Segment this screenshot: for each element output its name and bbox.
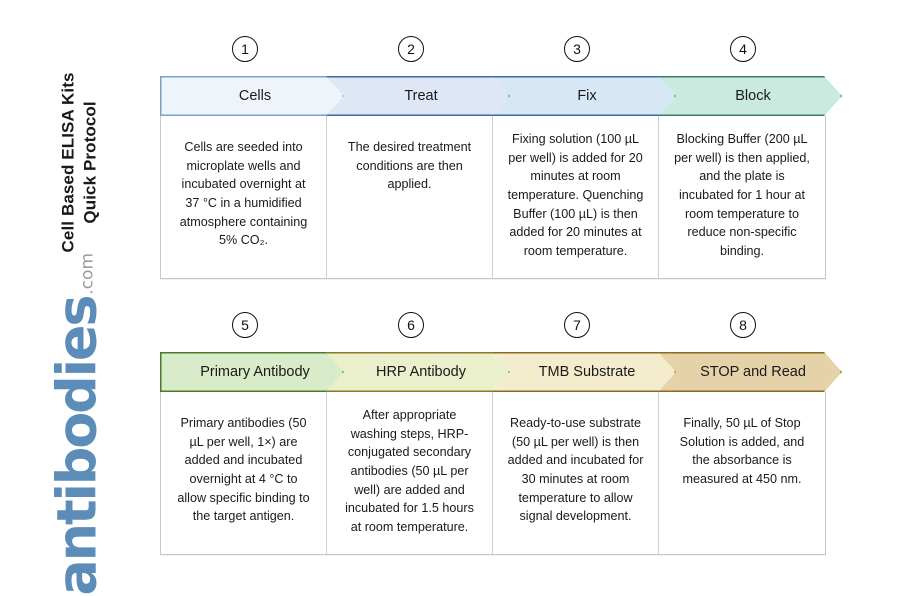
step-badge-3: 3 <box>564 36 590 62</box>
chevron-step-7[interactable]: TMB Substrate <box>492 352 676 392</box>
step-body-5: Primary antibodies (50 µL per well, 1×) … <box>161 392 327 554</box>
chevron-step-8[interactable]: STOP and Read <box>658 352 842 392</box>
left-rail: Cell Based ELISA Kits Quick Protocol ant… <box>0 0 160 596</box>
chevron-label-7: TMB Substrate <box>538 364 636 380</box>
chevron-strip-row-2: Primary Antibody HRP Antibody TMB Substr… <box>160 352 844 392</box>
chevron-step-3[interactable]: Fix <box>492 76 676 116</box>
step-body-1: Cells are seeded into microplate wells a… <box>161 116 327 278</box>
step-body-7: Ready-to-use substrate (50 µL per well) … <box>493 392 659 554</box>
step-body-2: The desired treatment conditions are the… <box>327 116 493 278</box>
body-strip-row-2: Primary antibodies (50 µL per well, 1×) … <box>160 392 826 555</box>
step-badge-7: 7 <box>564 312 590 338</box>
step-badge-1: 1 <box>232 36 258 62</box>
step-badge-2: 2 <box>398 36 424 62</box>
chevron-step-1[interactable]: Cells <box>160 76 344 116</box>
chevron-label-4: Block <box>735 88 771 104</box>
chevron-label-6: HRP Antibody <box>375 364 466 380</box>
chevron-label-1: Cells <box>238 88 272 104</box>
chevron-step-2[interactable]: Treat <box>326 76 510 116</box>
flow-row-2: 5 6 7 8 Primary Antibody HRP Antibody TM… <box>160 312 844 555</box>
step-badge-4: 4 <box>730 36 756 62</box>
flow-row-1: 1 2 3 4 Cells Treat Fix Block Cells are … <box>160 36 844 279</box>
step-badges-row-2: 5 6 7 8 <box>160 312 844 352</box>
chevron-step-5[interactable]: Primary Antibody <box>160 352 344 392</box>
step-body-6: After appropriate washing steps, HRP-con… <box>327 392 493 554</box>
chevron-strip-row-1: Cells Treat Fix Block <box>160 76 844 116</box>
step-body-4: Blocking Buffer (200 µL per well) is the… <box>674 132 810 258</box>
chevron-label-8: STOP and Read <box>700 364 806 380</box>
chevron-step-4[interactable]: Block <box>658 76 842 116</box>
chevron-label-2: Treat <box>404 88 438 104</box>
step-body-8: Finally, 50 µL of Stop Solution is added… <box>679 416 805 486</box>
body-strip-row-1: Cells are seeded into microplate wells a… <box>160 116 826 279</box>
step-badge-6: 6 <box>398 312 424 338</box>
step-badge-8: 8 <box>730 312 756 338</box>
brand-tld: .com <box>77 252 98 295</box>
chevron-label-3: Fix <box>577 88 597 104</box>
chevron-step-6[interactable]: HRP Antibody <box>326 352 510 392</box>
chevron-label-5: Primary Antibody <box>200 364 310 380</box>
step-badges-row-1: 1 2 3 4 <box>160 36 844 76</box>
brand-logo: antibodies .com <box>46 253 109 596</box>
step-body-3: Fixing solution (100 µL per well) is add… <box>493 116 659 278</box>
brand-name: antibodies <box>45 296 109 596</box>
step-badge-5: 5 <box>232 312 258 338</box>
